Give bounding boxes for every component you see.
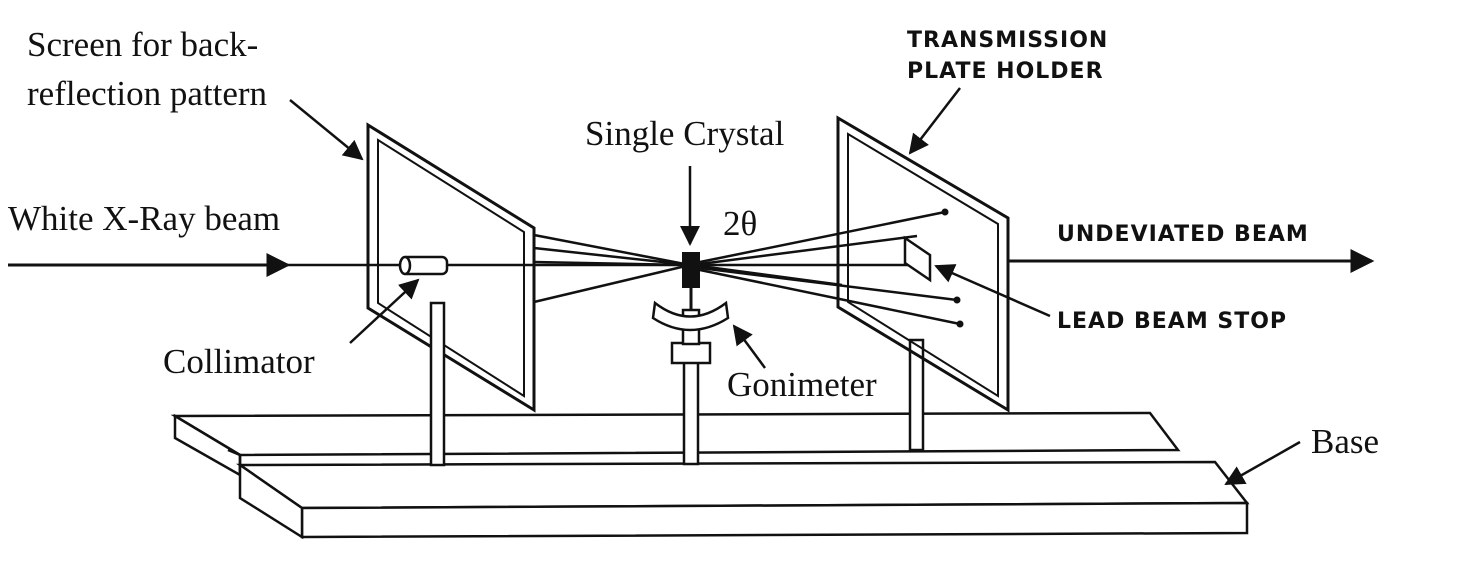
transmitted-ray	[699, 264, 843, 287]
screen-support-post	[429, 301, 446, 467]
goniometer-block	[670, 341, 712, 365]
base-assembly	[170, 411, 1250, 540]
transmitted-rays	[699, 210, 961, 326]
base-back-slab-top	[170, 411, 1181, 457]
label-base: Base	[1311, 422, 1379, 461]
collimator	[398, 255, 449, 276]
back-reflection-screen	[366, 122, 536, 467]
beam-stop-pointer-arrow	[934, 264, 1051, 318]
label-transmission-line1: TRANSMISSION	[907, 28, 1108, 53]
transmission-pointer-arrow	[908, 87, 961, 155]
diffraction-spot	[956, 320, 964, 328]
label-transmission-line2: PLATE HOLDER	[907, 59, 1104, 84]
screen-frame-outer	[366, 122, 536, 413]
base-pointer-arrow	[1224, 440, 1301, 486]
base-front-slab-face	[300, 501, 1249, 539]
label-two-theta: 2θ	[723, 204, 757, 243]
back-ray	[533, 246, 691, 267]
goniometer-post	[682, 358, 700, 466]
goniometer	[651, 287, 730, 466]
transmitted-ray	[699, 234, 918, 266]
transmission-plate-holder	[836, 115, 1010, 452]
transmitted-ray	[699, 268, 961, 326]
transmitted-ray	[699, 210, 946, 264]
label-screen-line1: Screen for back-	[27, 25, 258, 64]
base-front-slab-side	[238, 462, 304, 540]
single-crystal	[682, 252, 700, 288]
base-front-slab-top	[236, 460, 1250, 510]
labels: Screen for back- reflection pattern Whit…	[8, 25, 1379, 461]
back-reflected-rays	[447, 233, 691, 304]
back-ray	[533, 233, 691, 267]
label-screen-line2: reflection pattern	[27, 74, 267, 113]
label-gonimeter: Gonimeter	[727, 365, 877, 404]
lead-beam-stop-square	[903, 235, 932, 283]
label-single-crystal: Single Crystal	[585, 114, 785, 153]
diffraction-spot	[941, 208, 949, 216]
screen-pointer-arrow	[289, 99, 364, 161]
label-lead-beam-stop: LEAD BEAM STOP	[1057, 309, 1287, 334]
goniometer-pointer-arrow	[732, 324, 767, 369]
label-collimator: Collimator	[163, 342, 315, 381]
diffraction-spot	[953, 296, 961, 304]
back-ray	[533, 263, 691, 304]
plate-frame-inner	[847, 132, 999, 398]
label-white-xray-beam: White X-Ray beam	[8, 199, 280, 238]
plate-frame-outer	[836, 115, 1010, 413]
collimator-end	[398, 255, 412, 276]
goniometer-arc	[651, 300, 730, 332]
pointer-arrows	[289, 87, 1301, 486]
collimator-pointer-arrow	[349, 278, 420, 344]
label-undeviated-beam: UNDEVIATED BEAM	[1057, 222, 1309, 247]
screen-frame-inner	[377, 138, 525, 398]
plate-support-post	[908, 338, 925, 452]
diffraction-spots	[941, 208, 964, 328]
